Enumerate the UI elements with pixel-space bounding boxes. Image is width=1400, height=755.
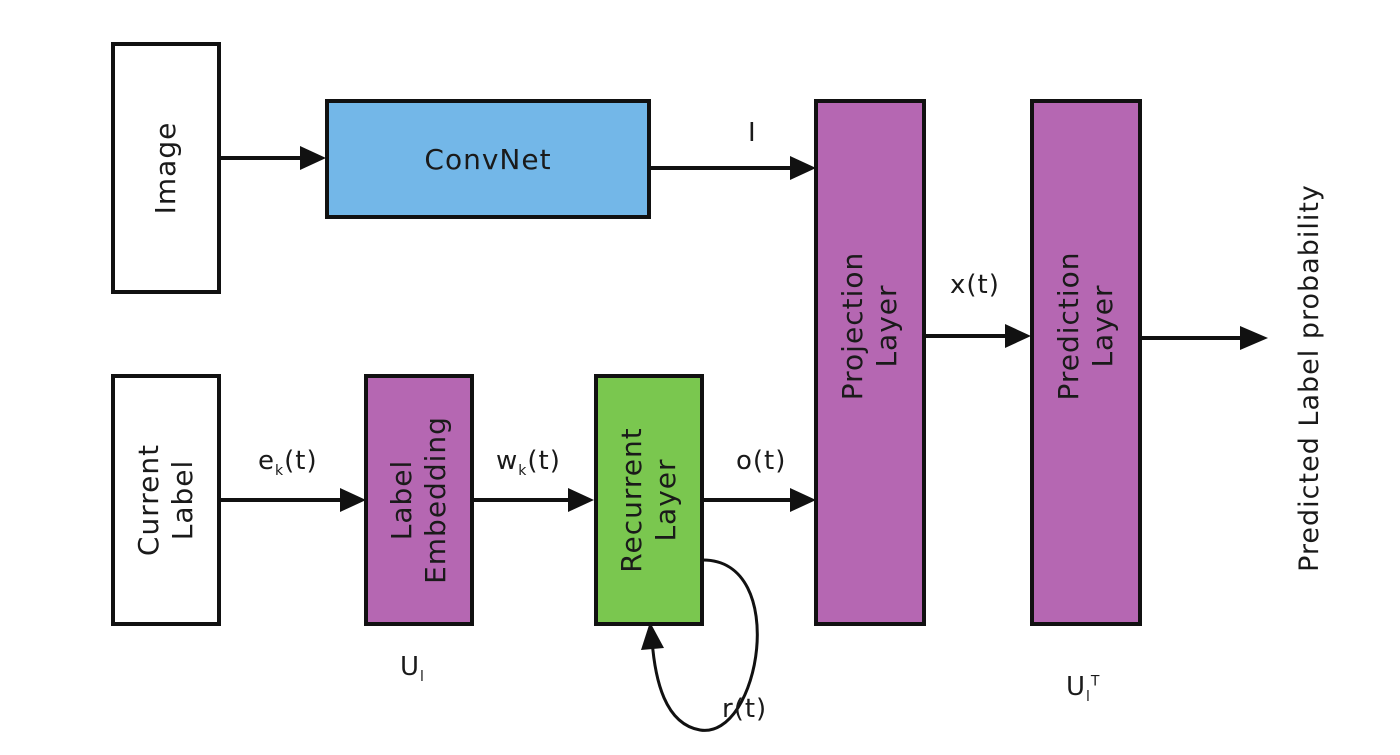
- weight-label-embedding: Ul: [400, 652, 425, 685]
- recurrent-layer-line-2: Layer: [649, 458, 682, 542]
- weight-label-prediction: UlT: [1066, 672, 1100, 705]
- edge-label-wk-main: w: [496, 446, 519, 476]
- edge-label-wk-tail: (t): [527, 446, 561, 476]
- prediction-layer-line-1: Prediction: [1052, 251, 1085, 401]
- edge-convnet-to-projection: [650, 156, 816, 180]
- weight-label-embedding-main: U: [400, 652, 421, 682]
- edge-label-wk: wk(t): [496, 446, 561, 479]
- projection-layer-line-1: Projection: [836, 251, 869, 401]
- edge-projection-to-prediction: [926, 324, 1031, 348]
- projection-layer-line-2: Layer: [870, 284, 903, 368]
- image-node: Image: [111, 42, 221, 294]
- edge-label-rt: r(t): [722, 694, 768, 724]
- current-label-node: Current Label: [111, 374, 221, 626]
- label-embedding-line-1: Label: [385, 459, 418, 541]
- current-label-line-1: Current: [132, 443, 165, 557]
- edge-recurrent-to-projection: [703, 488, 816, 512]
- edge-label-ot: o(t): [736, 446, 787, 476]
- edge-embedding-to-recurrent: [473, 488, 594, 512]
- edge-image-to-convnet: [220, 146, 326, 170]
- edge-label-ek-main: e: [258, 446, 275, 476]
- label-embedding-line-2: Embedding: [419, 416, 452, 584]
- weight-label-embedding-sub: l: [420, 669, 425, 686]
- current-label-line-2: Label: [166, 459, 199, 541]
- weight-label-prediction-sub: l: [1086, 689, 1091, 706]
- edge-label-ek-sub: k: [275, 463, 285, 480]
- output-label: Predicted Label probability: [1294, 184, 1325, 572]
- weight-label-prediction-main: U: [1066, 672, 1087, 702]
- edge-label-ek: ek(t): [258, 446, 318, 479]
- edge-label-ek-tail: (t): [284, 446, 318, 476]
- image-node-label: Image: [149, 121, 182, 215]
- prediction-layer-node: Prediction Layer: [1030, 99, 1142, 626]
- edge-label-i: I: [748, 118, 757, 148]
- convnet-node-label: ConvNet: [424, 142, 552, 176]
- edge-current-to-embedding: [220, 488, 366, 512]
- edge-recurrent-loop: [641, 558, 759, 732]
- recurrent-layer-line-1: Recurrent: [615, 427, 648, 573]
- weight-label-prediction-sup: T: [1090, 673, 1101, 690]
- projection-layer-node: Projection Layer: [814, 99, 926, 626]
- label-embedding-node: Label Embedding: [364, 374, 474, 626]
- convnet-node: ConvNet: [325, 99, 651, 219]
- prediction-layer-line-2: Layer: [1086, 284, 1119, 368]
- edge-prediction-to-output: [1140, 326, 1268, 350]
- edge-label-xt: x(t): [950, 270, 1000, 300]
- recurrent-layer-node: Recurrent Layer: [594, 374, 704, 626]
- edge-label-wk-sub: k: [518, 463, 528, 480]
